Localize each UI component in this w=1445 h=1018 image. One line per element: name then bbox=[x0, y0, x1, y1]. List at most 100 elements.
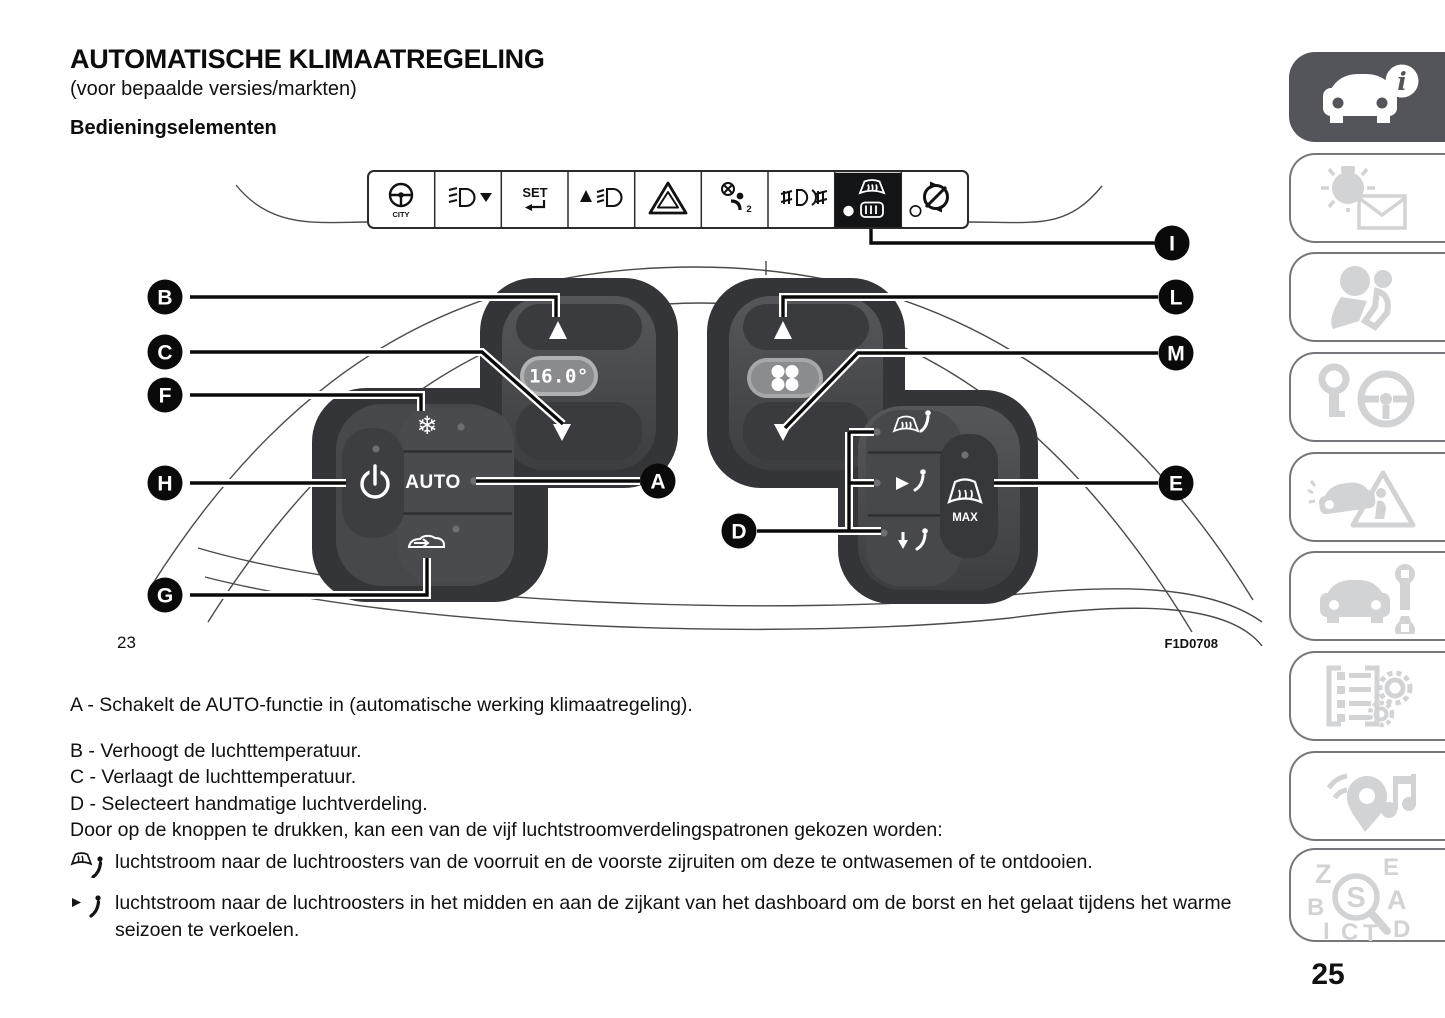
description-item-a: A - Schakelt de AUTO-functie in (automat… bbox=[70, 694, 693, 716]
callout-lines bbox=[190, 229, 1158, 599]
svg-text:C: C bbox=[157, 342, 172, 365]
mid-vents-airflow-icon bbox=[896, 469, 926, 492]
emergency-icon bbox=[1307, 470, 1416, 528]
headlight-leveling-icon bbox=[448, 186, 492, 208]
info-badge: i bbox=[1397, 67, 1407, 96]
max-defrost-icon bbox=[947, 478, 983, 504]
car-info-icon: i bbox=[1323, 64, 1419, 123]
maintenance-icon bbox=[1320, 564, 1415, 634]
description-item-d: D - Selecteert handmatige luchtverdeling… bbox=[70, 792, 428, 815]
callout-badges: B C F H G A D I L M E bbox=[147, 225, 1194, 613]
callout-d: D bbox=[721, 513, 757, 549]
sidebar-tab-technical-data[interactable] bbox=[1289, 651, 1445, 741]
fan-and-distribution-pod: MAX bbox=[707, 278, 1038, 604]
fan-up-arrow bbox=[774, 321, 792, 339]
svg-text:A: A bbox=[650, 471, 665, 494]
dashboard-contours bbox=[149, 184, 1263, 647]
index-letter: I bbox=[1323, 918, 1330, 941]
index-letter: E bbox=[1383, 854, 1399, 881]
description-block: A - Schakelt de AUTO-functie in (automat… bbox=[70, 692, 1275, 943]
magnifier-letter: S bbox=[1346, 882, 1365, 914]
page-subtitle: (voor bepaalde versies/markten) bbox=[70, 78, 357, 100]
airbag-subscript: 2 bbox=[746, 204, 751, 215]
index-letter: T bbox=[1363, 920, 1378, 941]
svg-text:H: H bbox=[157, 473, 172, 496]
windshield-airflow-icon bbox=[70, 849, 106, 886]
set-label: SET bbox=[522, 185, 547, 200]
alphabetical-index-icon: Z E B A D I C T S bbox=[1307, 854, 1410, 941]
set-return-icon bbox=[525, 200, 546, 211]
description-item-c: C - Verlaagt de luchttemperatuur. bbox=[70, 766, 357, 788]
floor-vents-airflow-icon bbox=[898, 528, 928, 551]
bullet-text: luchtstroom naar de luchtroosters van de… bbox=[115, 850, 1093, 873]
callout-e: E bbox=[1158, 465, 1194, 501]
svg-text:G: G bbox=[157, 585, 173, 608]
index-letter: C bbox=[1341, 919, 1358, 941]
index-letter: Z bbox=[1315, 859, 1332, 889]
multimedia-icon bbox=[1326, 773, 1416, 832]
bullet-text: luchtstroom naar de luchtroosters in het… bbox=[115, 892, 1232, 941]
svg-text:F: F bbox=[159, 385, 172, 408]
steering-column-button-strip: CITY SET 2 bbox=[367, 170, 969, 229]
callout-f: F bbox=[147, 377, 183, 413]
temperature-display-value: 16.0° bbox=[529, 366, 589, 388]
technical-data-icon bbox=[1326, 665, 1413, 728]
city-steering-icon bbox=[388, 182, 414, 208]
figure-page-ref: 23 bbox=[117, 633, 136, 652]
svg-text:B: B bbox=[157, 287, 172, 310]
temperature-display bbox=[520, 356, 598, 396]
svg-text:M: M bbox=[1167, 343, 1185, 366]
svg-text:I: I bbox=[1169, 233, 1175, 256]
index-letter: A bbox=[1387, 885, 1407, 915]
temp-up-arrow bbox=[549, 321, 567, 339]
section-heading: Bedieningselementen bbox=[70, 117, 277, 139]
page-title: AUTOMATISCHE KLIMAATREGELING bbox=[70, 44, 545, 74]
fan-down-arrow bbox=[774, 424, 792, 441]
max-label: MAX bbox=[952, 512, 978, 524]
esc-off-icon bbox=[909, 181, 949, 218]
callout-m: M bbox=[1158, 335, 1194, 371]
safety-airbag-icon bbox=[1331, 266, 1392, 331]
magnifier-icon: S bbox=[1332, 873, 1391, 935]
sidebar-tab-maintenance[interactable] bbox=[1289, 551, 1445, 641]
temperature-control-pod: 16.0° ❄ AUTO bbox=[312, 278, 678, 602]
rear-window-defrost-icon bbox=[843, 179, 886, 218]
index-letter: D bbox=[1393, 916, 1410, 941]
starting-driving-icon bbox=[1318, 363, 1415, 428]
callout-h: H bbox=[147, 465, 183, 501]
sidebar-tab-vehicle-info[interactable]: i bbox=[1289, 52, 1445, 142]
temp-down-arrow bbox=[553, 424, 571, 441]
bullet-windshield-airflow: luchtstroom naar de luchtroosters van de… bbox=[70, 849, 1275, 886]
auto-button-label: AUTO bbox=[405, 472, 460, 493]
sidebar-tab-safety[interactable] bbox=[1289, 252, 1445, 342]
fan-button bbox=[747, 358, 823, 398]
sidebar-tab-warning-lights[interactable] bbox=[1289, 153, 1445, 243]
sidebar-tab-multimedia[interactable] bbox=[1289, 751, 1445, 841]
indicator-dots-left bbox=[372, 423, 478, 533]
svg-text:E: E bbox=[1169, 473, 1183, 496]
windshield-airflow-icon bbox=[892, 410, 931, 433]
callout-b: B bbox=[147, 279, 183, 315]
svg-text:L: L bbox=[1170, 287, 1183, 310]
index-letter: B bbox=[1307, 894, 1324, 921]
max-defrost-button bbox=[940, 434, 998, 558]
callout-c: C bbox=[147, 334, 183, 370]
bullet-mid-vents-airflow: luchtstroom naar de luchtroosters in het… bbox=[70, 890, 1275, 943]
figure-code: F1D0708 bbox=[1164, 636, 1218, 651]
sidebar-tab-alphabetical-index[interactable]: Z E B A D I C T S bbox=[1289, 848, 1445, 942]
callout-g: G bbox=[147, 577, 183, 613]
indicator-dots-right bbox=[873, 428, 969, 537]
callout-i: I bbox=[1154, 225, 1190, 261]
recirculation-icon bbox=[407, 534, 445, 548]
rear-window-defrost-button bbox=[835, 172, 901, 228]
fan-icon bbox=[771, 365, 799, 391]
sidebar-tab-starting-driving[interactable] bbox=[1289, 352, 1445, 442]
mid-vents-airflow-icon bbox=[70, 890, 106, 943]
callout-l: L bbox=[1158, 279, 1194, 315]
description-intro: Door op de knoppen te drukken, kan een v… bbox=[70, 819, 943, 841]
headlight-up-icon bbox=[580, 187, 623, 208]
page-header: AUTOMATISCHE KLIMAATREGELING (voor bepaa… bbox=[70, 44, 545, 140]
power-icon bbox=[360, 464, 390, 499]
svg-text:D: D bbox=[731, 521, 746, 544]
sidebar-tab-emergency[interactable] bbox=[1289, 452, 1445, 542]
